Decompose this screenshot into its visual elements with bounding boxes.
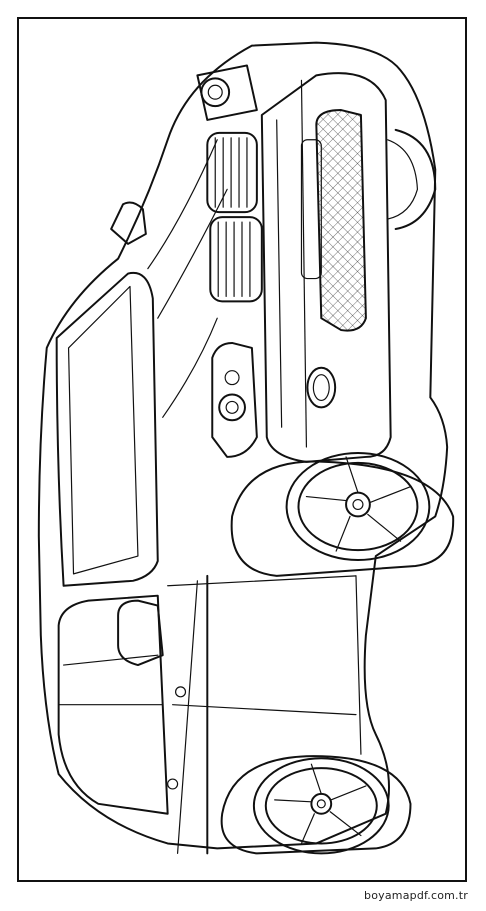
side-window [57, 594, 169, 815]
headlight-bottom [211, 341, 258, 458]
rear-wheel [220, 755, 412, 855]
headlight-top [196, 64, 258, 121]
footer-watermark: boyamapdf.com.tr [364, 889, 468, 902]
windshield [55, 271, 159, 587]
roof-mirror [110, 201, 147, 245]
front-wheel [230, 451, 455, 577]
fog-light [306, 366, 337, 409]
side-mirror [117, 599, 164, 667]
car-body-outline [37, 41, 449, 850]
front-bumper [260, 72, 392, 463]
coloring-page-frame [17, 17, 467, 882]
car-illustration [37, 41, 455, 855]
kidney-grille-bottom [209, 216, 263, 303]
air-intake-mesh [315, 109, 367, 332]
kidney-grille-top [206, 131, 258, 214]
